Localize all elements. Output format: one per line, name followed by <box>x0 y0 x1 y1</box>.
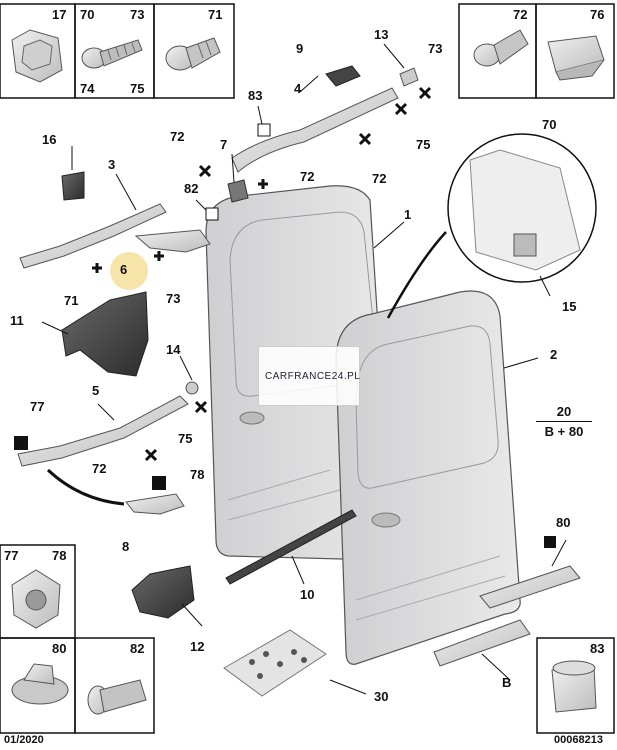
nut-76-icon <box>547 35 605 81</box>
fraction-denominator: B + 80 <box>544 424 584 439</box>
rail-3 <box>19 203 167 269</box>
label-12: 12 <box>190 639 205 654</box>
label-14: 14 <box>166 342 181 357</box>
label-75-a: 75 <box>416 137 431 152</box>
square-markers <box>14 123 556 548</box>
label-72-b: 72 <box>300 169 315 184</box>
footer-reference: 00068213 <box>554 734 603 746</box>
label-77: 77 <box>30 399 45 414</box>
label-16: 16 <box>42 132 57 147</box>
label-B: B <box>502 675 512 690</box>
label-11: 11 <box>10 313 24 328</box>
watermark-logo: CARFRANCE24.PL <box>258 346 360 406</box>
box-label-83: 83 <box>590 641 605 656</box>
door-panel-2 <box>335 290 521 665</box>
box-72-76 <box>458 3 615 99</box>
label-80: 80 <box>556 515 571 530</box>
box-label-80: 80 <box>52 641 67 656</box>
box-label-70: 70 <box>80 7 95 22</box>
label-7: 7 <box>220 137 228 152</box>
label-2: 2 <box>550 347 558 362</box>
screw-70-icon <box>81 39 143 69</box>
label-13: 13 <box>374 27 389 42</box>
label-72-a: 72 <box>170 129 185 144</box>
label-3: 3 <box>108 157 116 172</box>
seal-10 <box>225 509 357 585</box>
pushpin-72-icon <box>473 29 529 67</box>
hinge-6 <box>134 229 211 253</box>
label-4: 4 <box>294 81 302 96</box>
bracket-11 <box>61 291 149 377</box>
leader-lines <box>41 43 567 695</box>
label-10: 10 <box>300 587 315 602</box>
box-label-78: 78 <box>52 548 67 563</box>
hinge-8 <box>125 493 185 515</box>
clip-80-icon <box>11 663 69 705</box>
label-82: 82 <box>184 181 199 196</box>
cap-13 <box>399 67 419 87</box>
label-73-b: 73 <box>166 291 181 306</box>
watermark-text: CARFRANCE24.PL <box>265 371 361 382</box>
box-label-17: 17 <box>52 7 67 22</box>
label-6: 6 <box>120 262 128 277</box>
label-15: 15 <box>562 299 577 314</box>
connector-arrows <box>46 468 125 506</box>
roller-7 <box>227 179 249 203</box>
footer-date: 01/2020 <box>4 734 44 746</box>
pad-12 <box>131 565 195 619</box>
label-78: 78 <box>190 467 205 482</box>
label-9: 9 <box>296 41 304 56</box>
stop-14 <box>185 381 199 395</box>
cap-16 <box>61 171 85 201</box>
label-75-b: 75 <box>178 431 193 446</box>
box-label-76: 76 <box>590 7 605 22</box>
sleeve-83-icon <box>551 660 597 713</box>
label-1: 1 <box>404 207 412 222</box>
highlight-marker <box>110 252 148 290</box>
label-83: 83 <box>248 88 263 103</box>
pushpin-71-icon <box>165 37 221 71</box>
box-label-75: 75 <box>130 81 145 96</box>
box-label-82: 82 <box>130 641 145 656</box>
trim-80 <box>479 565 581 609</box>
box-label-71: 71 <box>208 7 223 22</box>
box-label-77: 77 <box>4 548 19 563</box>
detail-15-callout <box>386 133 597 319</box>
label-72-d: 72 <box>92 461 107 476</box>
label-72-c: 72 <box>372 171 387 186</box>
label-71: 71 <box>64 293 79 308</box>
moulding-B <box>433 619 531 667</box>
fixing-kit-30 <box>223 629 327 697</box>
rivet-82-icon <box>87 679 147 715</box>
label-5: 5 <box>92 383 100 398</box>
fixing-crosses <box>92 86 432 462</box>
label-30: 30 <box>374 689 389 704</box>
box-17 <box>0 3 235 99</box>
box-label-73: 73 <box>130 7 145 22</box>
label-70: 70 <box>542 117 557 132</box>
clip-17-icon <box>11 29 63 83</box>
nut-77-icon <box>11 569 61 629</box>
box-label-72: 72 <box>513 7 528 22</box>
guide-9 <box>325 65 361 87</box>
label-8: 8 <box>122 539 130 554</box>
rail-5 <box>17 395 189 467</box>
rail-4 <box>231 87 399 173</box>
box-label-74: 74 <box>80 81 95 96</box>
fraction-numerator: 20 <box>536 404 592 422</box>
fraction-note: 20 B + 80 <box>536 404 592 439</box>
label-73-a: 73 <box>428 41 443 56</box>
